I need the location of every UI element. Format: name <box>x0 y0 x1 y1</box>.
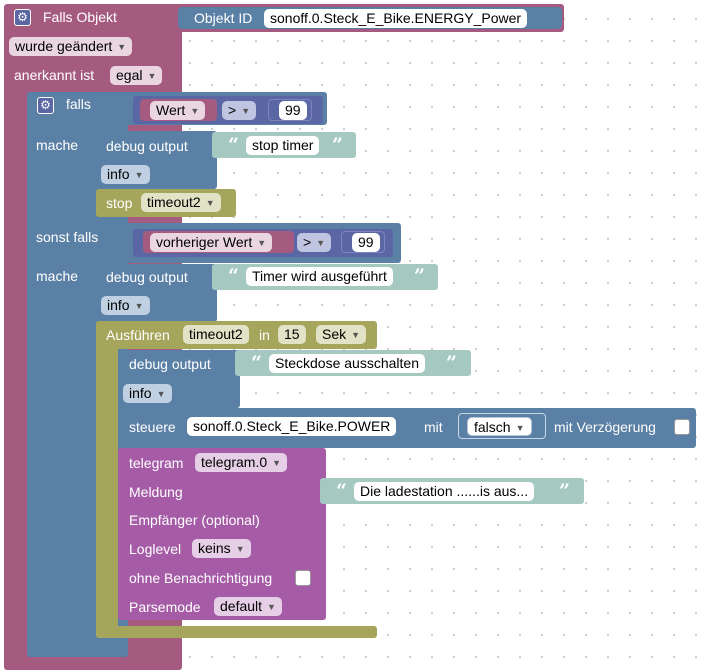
dropdown-arrow-icon: ▼ <box>351 330 361 340</box>
quote-close-icon: ” <box>332 134 343 156</box>
bool-dropdown[interactable]: falsch ▼ <box>467 417 532 436</box>
var-value: vorheriger Wert <box>156 234 253 250</box>
timeout-bottom <box>96 626 377 638</box>
level-dropdown-1[interactable]: info ▼ <box>101 165 150 184</box>
dropdown-arrow-icon: ▼ <box>134 301 144 311</box>
control-label: steuere <box>129 419 176 435</box>
do2-label: mache <box>36 268 79 284</box>
dropdown-arrow-icon: ▼ <box>235 544 245 554</box>
debug-label-2: debug output <box>106 269 188 285</box>
dropdown-arrow-icon: ▼ <box>205 198 215 208</box>
gear-icon[interactable]: ⚙ <box>14 9 31 26</box>
loglevel-value: keins <box>198 540 231 556</box>
dropdown-arrow-icon: ▼ <box>190 106 200 116</box>
if-label: falls <box>66 96 91 112</box>
telegram-instance-value: telegram.0 <box>201 454 268 470</box>
delay-checkbox[interactable] <box>674 419 690 435</box>
timeout-timer-field[interactable]: timeout2 <box>183 325 249 344</box>
debug-label-3: debug output <box>129 356 211 372</box>
recipient-label: Empfänger (optional) <box>129 512 260 528</box>
level-dropdown-3[interactable]: info ▼ <box>123 384 172 403</box>
parse-label: Parsemode <box>129 599 201 615</box>
timeout-label: Ausführen <box>106 327 170 343</box>
ack-label: anerkannt ist <box>14 67 95 83</box>
dropdown-arrow-icon: ▼ <box>241 106 251 116</box>
text-field-1[interactable]: stop timer <box>246 136 320 155</box>
timeout-block[interactable] <box>96 321 118 638</box>
telegram-block[interactable] <box>118 448 326 620</box>
dropdown-arrow-icon: ▼ <box>134 170 144 180</box>
timeout-in-label: in <box>259 327 270 343</box>
trigger-bottom <box>4 656 182 670</box>
dropdown-arrow-icon: ▼ <box>156 389 166 399</box>
quote-open-icon: “ <box>336 480 347 502</box>
dropdown-arrow-icon: ▼ <box>147 71 157 81</box>
quote-open-icon: “ <box>228 134 239 156</box>
quote-close-icon: ” <box>414 265 425 287</box>
silent-label: ohne Benachrichtigung <box>129 570 273 586</box>
operator-value: > <box>228 102 237 118</box>
message-label: Meldung <box>129 484 183 500</box>
quote-close-icon: ” <box>446 352 457 374</box>
level-value: info <box>107 166 130 182</box>
dropdown-arrow-icon: ▼ <box>267 602 276 612</box>
dropdown-arrow-icon: ▼ <box>117 42 127 52</box>
loglevel-dropdown[interactable]: keins ▼ <box>192 539 251 558</box>
timeout-amount-field[interactable]: 15 <box>278 325 306 344</box>
telegram-instance-dropdown[interactable]: telegram.0 ▼ <box>195 453 288 472</box>
elseif-label: sonst falls <box>36 229 99 245</box>
dropdown-arrow-icon: ▼ <box>272 458 282 468</box>
timeout-unit-dropdown[interactable]: Sek ▼ <box>316 325 367 344</box>
parse-value: default <box>220 598 263 614</box>
telegram-label: telegram <box>129 455 184 471</box>
gear-icon[interactable]: ⚙ <box>37 97 54 114</box>
loglevel-label: Loglevel <box>129 541 182 557</box>
object-id-label: Objekt ID <box>194 10 253 26</box>
dropdown-arrow-icon: ▼ <box>515 423 525 433</box>
number-field-1[interactable]: 99 <box>279 101 307 120</box>
delay-label: mit Verzögerung <box>554 419 656 435</box>
quote-close-icon: ” <box>559 480 570 502</box>
var-dropdown-prev[interactable]: vorheriger Wert ▼ <box>150 233 273 252</box>
level-value: info <box>107 297 130 313</box>
dropdown-arrow-icon: ▼ <box>257 238 267 248</box>
message-text-field[interactable]: Die ladestation ......is aus... <box>354 482 535 501</box>
level-dropdown-2[interactable]: info ▼ <box>101 296 150 315</box>
number-field-2[interactable]: 99 <box>352 233 380 252</box>
text-field-2[interactable]: Timer wird ausgeführt <box>246 267 393 286</box>
parse-dropdown[interactable]: default ▼ <box>214 597 282 616</box>
do-label: mache <box>36 137 79 153</box>
stop-label: stop <box>106 195 133 211</box>
text-field-3[interactable]: Steckdose ausschalten <box>269 354 425 373</box>
control-object-field[interactable]: sonoff.0.Steck_E_Bike.POWER <box>187 417 397 436</box>
dropdown-arrow-icon: ▼ <box>316 238 326 248</box>
trigger-title: Falls Objekt <box>43 9 117 25</box>
stop-timer-value: timeout2 <box>147 194 201 210</box>
operator-dropdown-2[interactable]: >▼ <box>297 233 332 252</box>
silent-checkbox[interactable] <box>295 570 311 586</box>
var-value: Wert <box>156 102 186 118</box>
object-id-field[interactable]: sonoff.0.Steck_E_Bike.ENERGY_Power <box>264 9 528 28</box>
quote-open-icon: “ <box>228 265 239 287</box>
var-dropdown-wert[interactable]: Wert ▼ <box>150 101 206 120</box>
ack-dropdown[interactable]: egal ▼ <box>110 66 163 85</box>
level-value: info <box>129 385 152 401</box>
debug-label-1: debug output <box>106 138 188 154</box>
timeout-unit-value: Sek <box>322 326 347 342</box>
bool-value: falsch <box>474 419 511 435</box>
ack-dropdown-value: egal <box>116 67 143 83</box>
control-with-label: mit <box>424 419 443 435</box>
stop-timer-dropdown[interactable]: timeout2 ▼ <box>141 193 221 212</box>
operator-dropdown-1[interactable]: >▼ <box>222 101 257 120</box>
changed-dropdown[interactable]: wurde geändert ▼ <box>9 37 133 56</box>
quote-open-icon: “ <box>251 352 262 374</box>
changed-dropdown-value: wurde geändert <box>15 38 113 54</box>
operator-value: > <box>303 234 312 250</box>
